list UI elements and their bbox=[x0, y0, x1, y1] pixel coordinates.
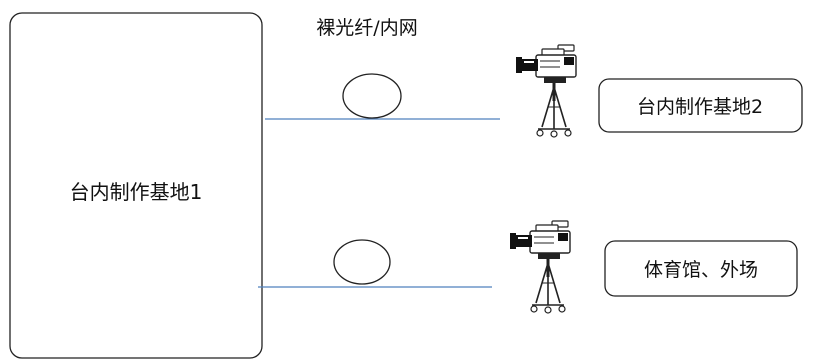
main-site-box bbox=[9, 12, 263, 359]
main-site-label: 台内制作基地1 bbox=[70, 180, 203, 204]
venue-label: 体育馆、外场 bbox=[644, 259, 758, 281]
venue-box bbox=[604, 240, 798, 297]
remote-site-box bbox=[598, 78, 803, 133]
link-label: 裸光纤/内网 bbox=[316, 17, 417, 39]
upper-fiber-coil-icon bbox=[342, 73, 402, 119]
lower-camera-icon bbox=[508, 219, 572, 315]
remote-site-label: 台内制作基地2 bbox=[637, 96, 763, 118]
lower-fiber-coil-icon bbox=[333, 239, 391, 285]
upper-camera-icon bbox=[514, 43, 578, 139]
